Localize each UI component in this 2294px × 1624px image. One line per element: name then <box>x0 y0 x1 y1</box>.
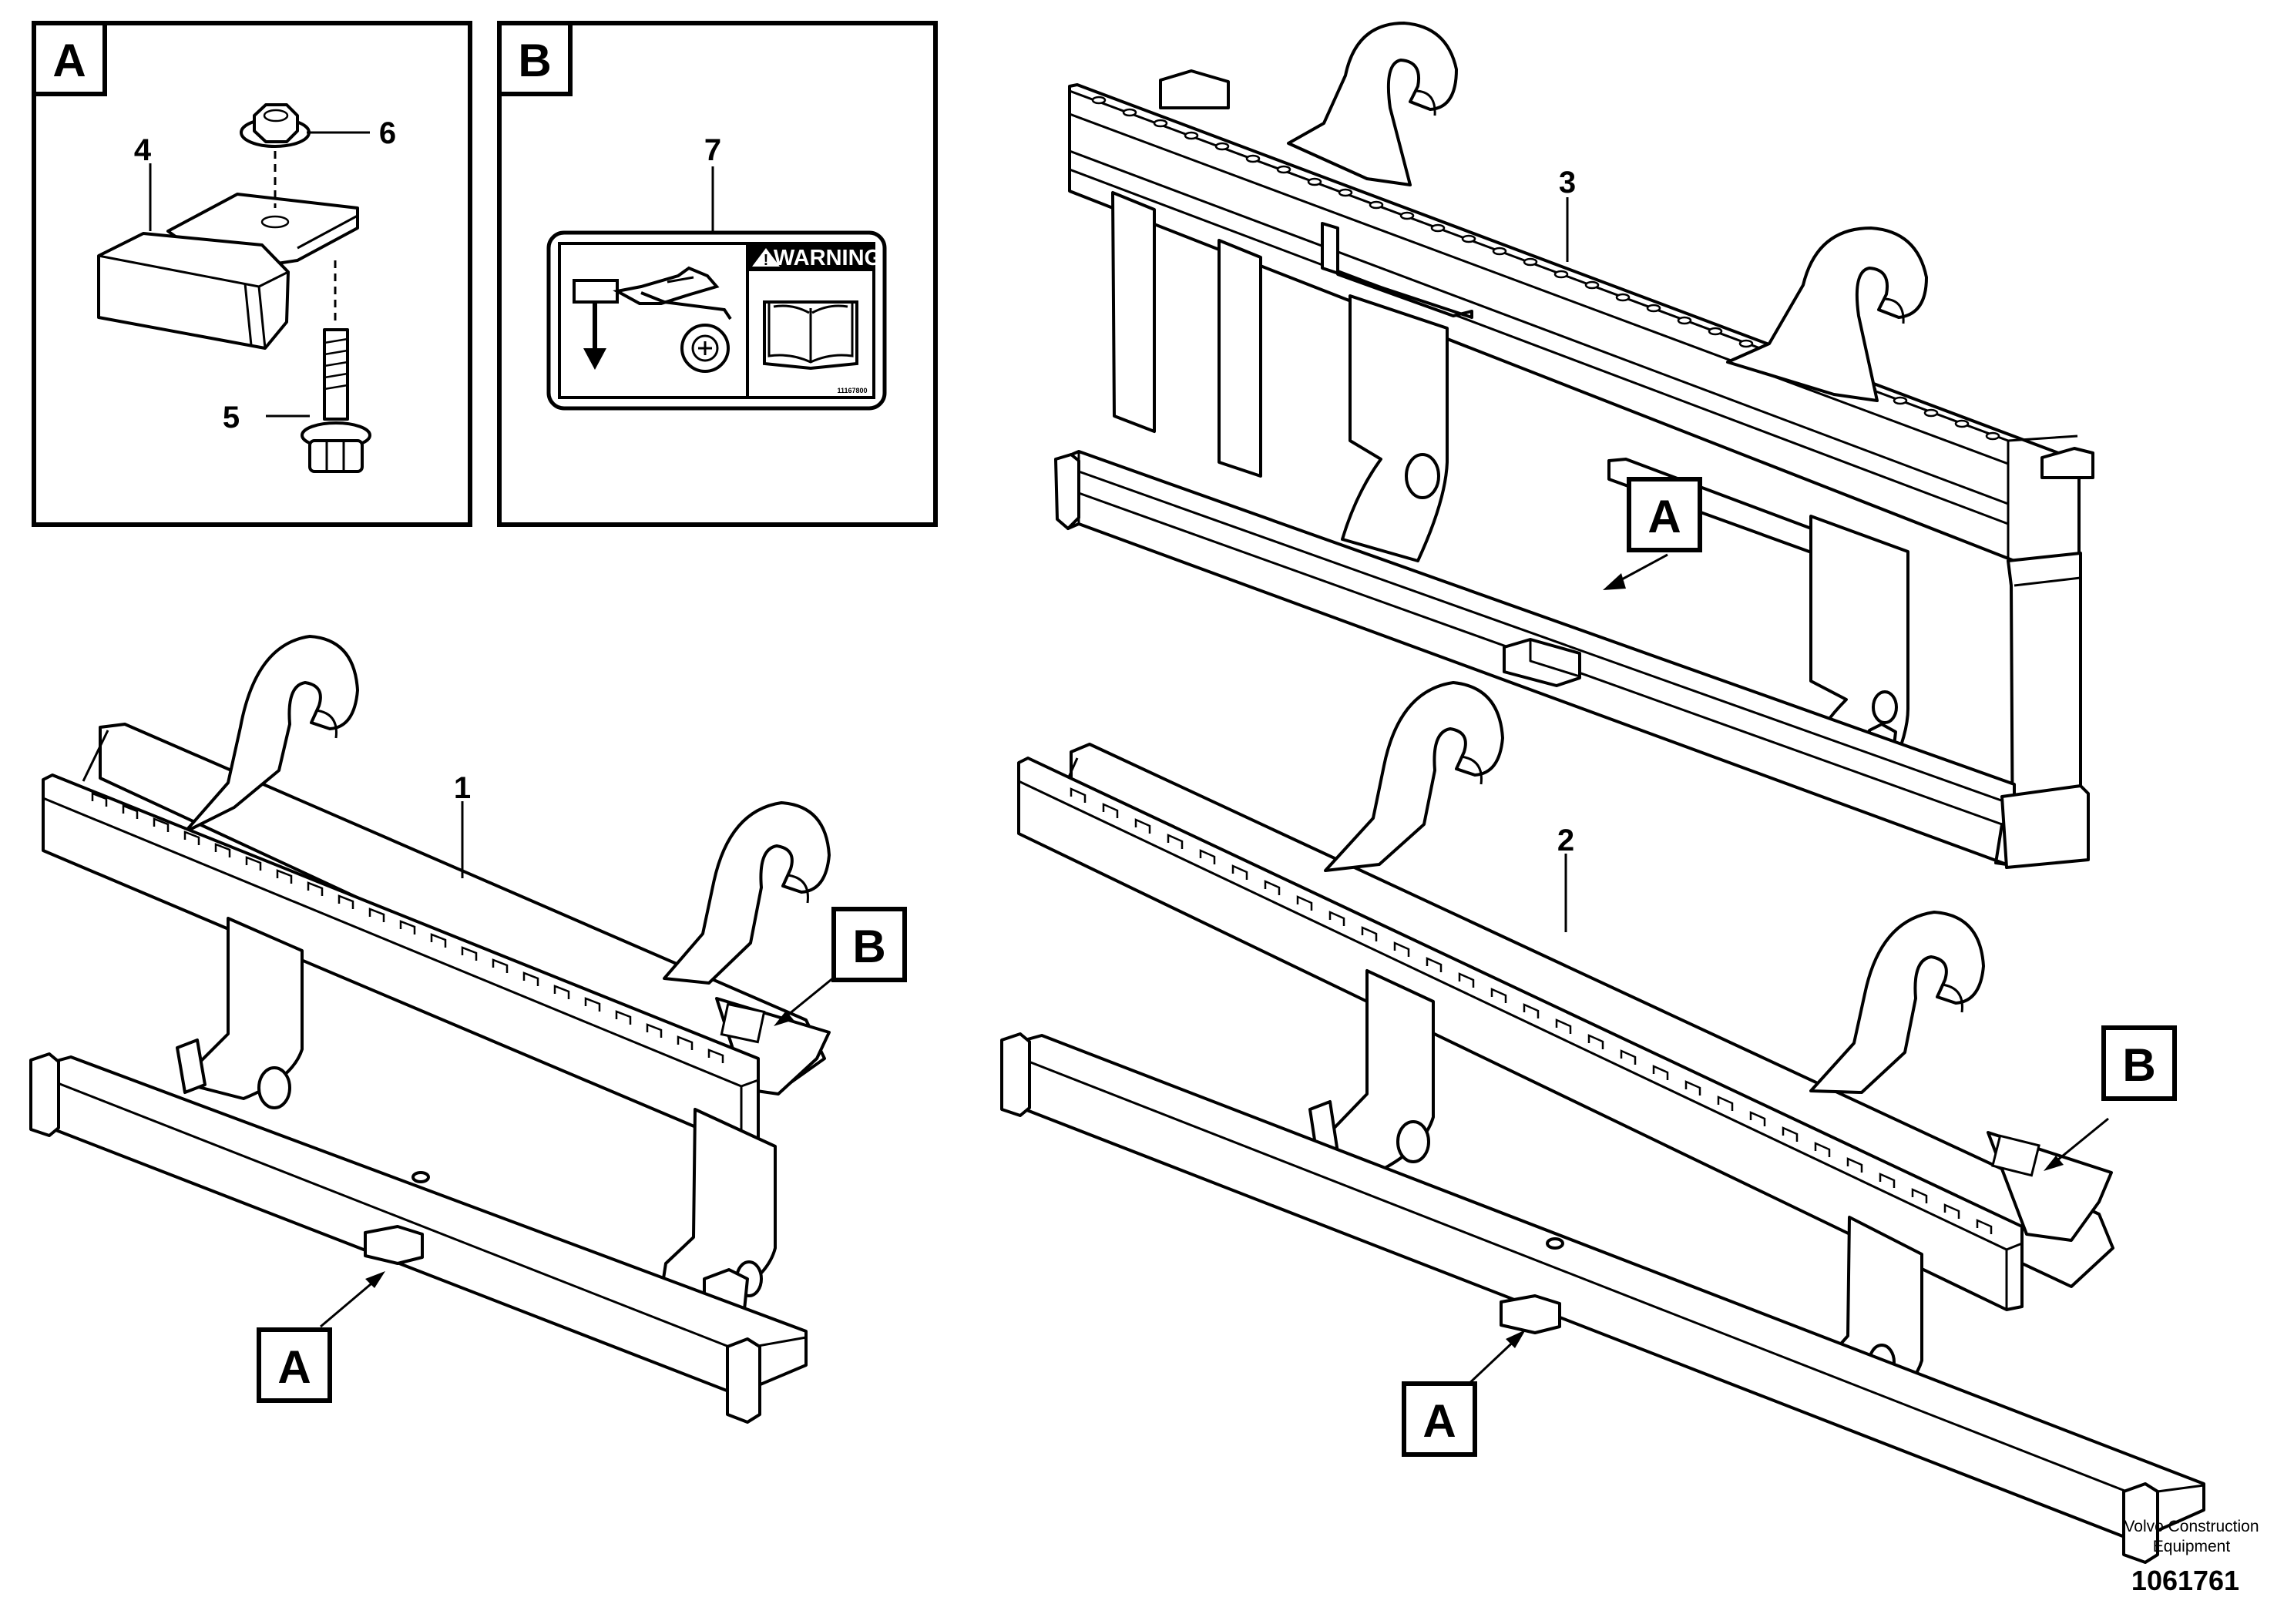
svg-text:!: ! <box>764 252 769 269</box>
panel-a-label: A <box>52 35 86 86</box>
slide-block-part <box>97 232 290 350</box>
callout-6: 6 <box>379 116 396 150</box>
wheel-icon <box>680 324 730 373</box>
brand-line-2: Equipment <box>2153 1538 2231 1555</box>
ref-tag-a-2: A <box>1402 1330 1526 1457</box>
callout-7: 7 <box>704 133 721 167</box>
detail-panel-b: B 7 ! WARNING <box>497 21 938 527</box>
drawing-number: 1061761 <box>2131 1565 2239 1596</box>
ref-tag-a-1: A <box>257 1271 385 1403</box>
svg-text:B: B <box>852 921 885 972</box>
callout-5: 5 <box>223 401 240 435</box>
warning-triangle-icon <box>752 248 780 267</box>
decal-part-code: 11167800 <box>837 387 867 394</box>
svg-text:A: A <box>1647 491 1681 542</box>
flange-nut-part <box>240 103 311 208</box>
bolt-part <box>301 260 371 473</box>
ref-tag-b-2: B <box>2044 1025 2177 1171</box>
detail-panel-a: A <box>32 21 472 527</box>
callout-4: 4 <box>134 133 152 167</box>
warning-decal: ! WARNING 1116 <box>546 230 887 411</box>
lower-load-arrow-icon <box>573 266 732 370</box>
svg-text:B: B <box>2122 1039 2155 1091</box>
callout-1: 1 <box>454 771 471 805</box>
manual-book-icon <box>763 300 858 371</box>
brand-line-1: Volvo Construction <box>2124 1518 2259 1535</box>
drawing-footer: Volvo Construction Equipment 1061761 <box>2124 1518 2259 1596</box>
panel-b-label: B <box>518 35 551 86</box>
fork-carrier-3: 3 A <box>1054 22 2094 869</box>
svg-text:A: A <box>1422 1395 1456 1447</box>
warning-heading: WARNING <box>774 246 882 270</box>
ref-tag-b-1: B <box>774 907 907 1026</box>
callout-2: 2 <box>1557 824 1574 857</box>
ref-tag-a-3: A <box>1603 477 1702 590</box>
callout-3: 3 <box>1559 166 1576 200</box>
svg-text:A: A <box>277 1341 311 1393</box>
fork-carrier-2: 2 A B <box>1000 681 2205 1564</box>
fork-carrier-1: 1 A B <box>29 635 907 1424</box>
